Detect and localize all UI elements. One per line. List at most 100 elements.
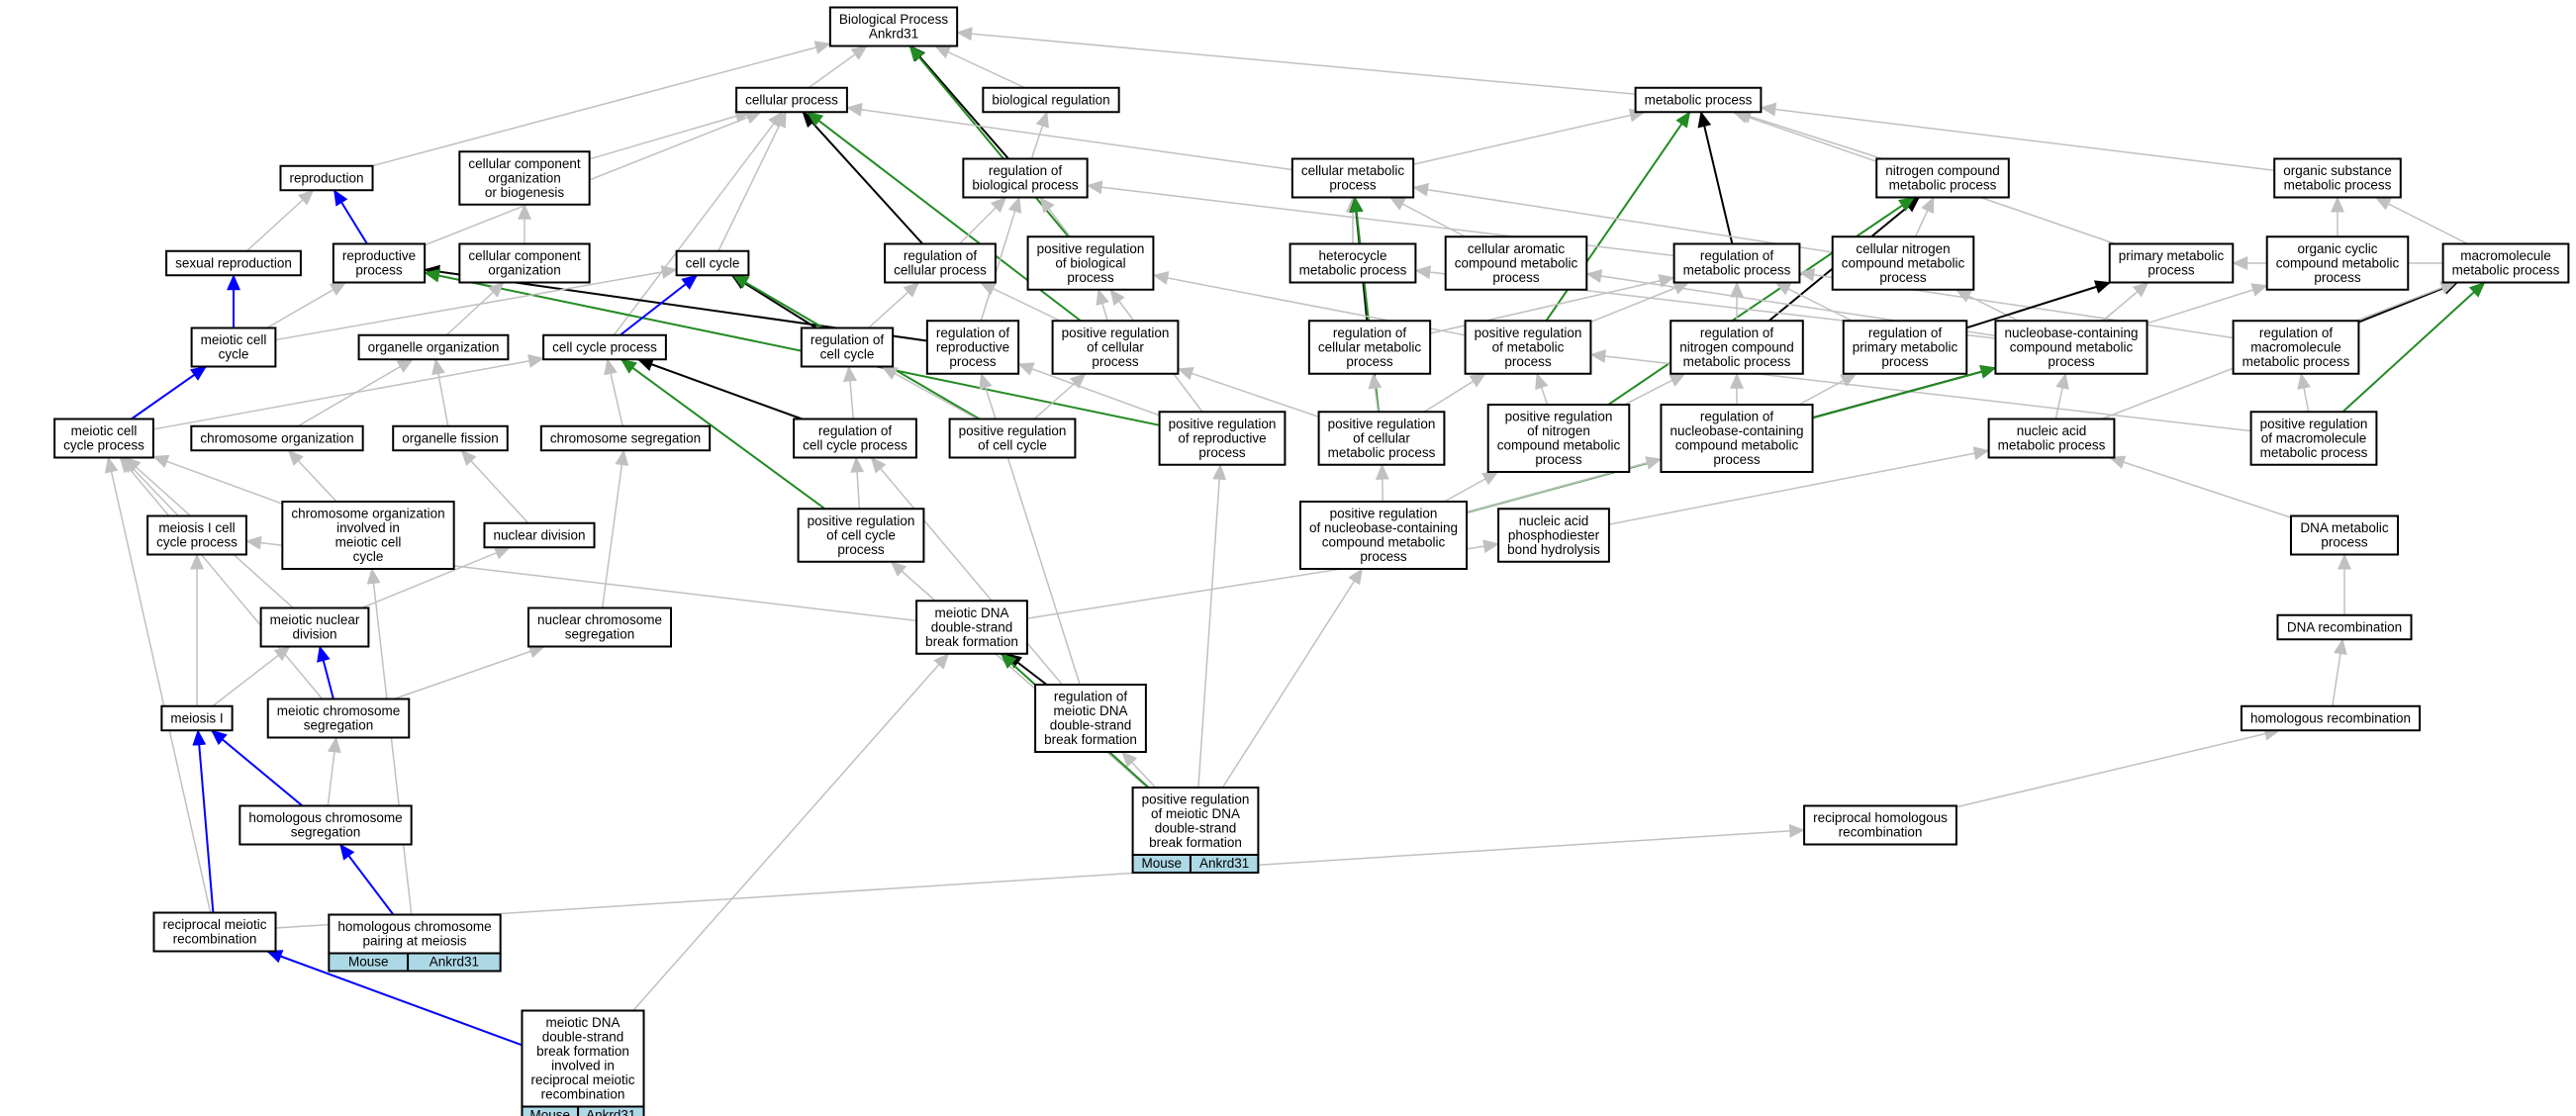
node-m1[interactable]: meiosis I: [160, 704, 234, 732]
edge-mcs-to-ncs: [393, 644, 545, 700]
node-cs[interactable]: chromosome segregation: [539, 424, 712, 452]
node-rnbcmp[interactable]: regulation ofnucleobase-containingcompou…: [1660, 404, 1814, 473]
edge-hcpm-to-coimc: [366, 568, 413, 915]
node-cc[interactable]: cell cycle: [675, 249, 750, 277]
node-label-line: double-strand: [542, 1030, 624, 1045]
node-sexrep[interactable]: sexual reproduction: [165, 249, 302, 277]
node-of[interactable]: organelle fission: [392, 424, 509, 452]
node-box: [357, 333, 510, 361]
node-label-line: process: [1329, 178, 1377, 193]
node-label-line: process: [1092, 354, 1139, 369]
node-label-line: cell cycle process: [552, 339, 657, 354]
node-label-line: meiosis I cell: [158, 520, 235, 535]
node-label-line: positive regulation: [1037, 241, 1145, 256]
edge-rbp-to-br: [1030, 111, 1049, 159]
node-br[interactable]: biological regulation: [982, 86, 1120, 114]
node-label-line: regulation of: [1700, 326, 1774, 340]
node-label-line: nitrogen compound: [1885, 163, 2000, 178]
node-oo[interactable]: organelle organization: [357, 333, 510, 361]
node-label-line: compound metabolic: [1497, 438, 1621, 453]
node-label-line: process: [1713, 452, 1761, 467]
node-label-line: bond hydrolysis: [1507, 542, 1600, 557]
node-label-line: process: [2048, 354, 2095, 369]
edge-reproproc-to-repro: [333, 189, 368, 245]
node-dnarec[interactable]: DNA recombination: [2276, 613, 2413, 641]
node-cp[interactable]: cellular process: [735, 86, 848, 114]
node-nd[interactable]: nuclear division: [483, 521, 596, 549]
node-co[interactable]: chromosome organization: [190, 424, 364, 452]
node-box: [800, 326, 895, 368]
node-label-line: double-strand: [1155, 821, 1237, 836]
node-label-line: metabolic process: [2284, 178, 2392, 193]
node-label-line: regulation of: [936, 326, 1010, 340]
node-label-line: metabolic process: [2452, 263, 2560, 278]
node-label-line: nucleobase-containing: [1670, 423, 1803, 438]
node-label-line: involved in: [336, 520, 400, 535]
node-box: [1670, 320, 1804, 375]
node-label-line: or biogenesis: [485, 185, 565, 200]
edge-mdsbfrmr-to-rmr: [266, 950, 523, 1047]
node-label-line: meiosis I: [170, 710, 223, 725]
node-ccproc[interactable]: cell cycle process: [542, 333, 667, 361]
node-hr[interactable]: homologous recombination: [2240, 704, 2422, 732]
node-box: [53, 418, 154, 459]
node-box: [266, 698, 411, 739]
node-mp[interactable]: metabolic process: [1634, 86, 1763, 114]
node-repro[interactable]: reproduction: [279, 164, 374, 192]
edge-mcs-to-mccp: [119, 456, 324, 699]
